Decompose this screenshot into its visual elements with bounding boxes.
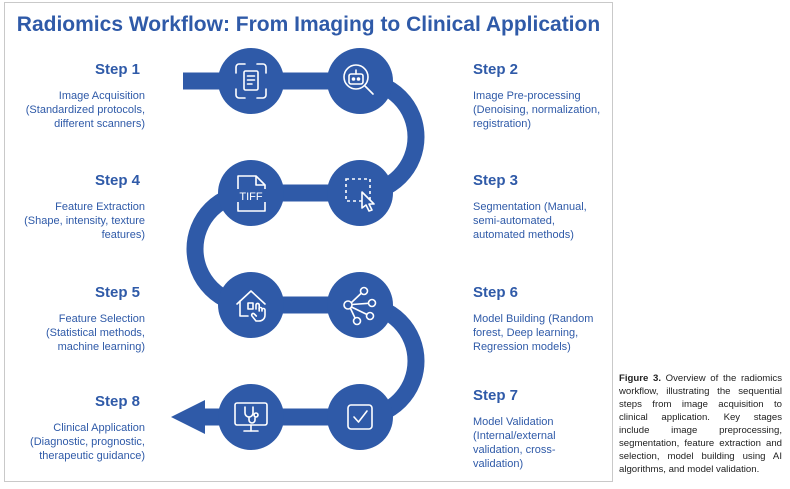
figure-caption-text: Overview of the radiomics workflow, illu…	[619, 373, 783, 475]
workflow-path	[183, 72, 425, 426]
house-hand-icon	[236, 290, 266, 322]
network-share-icon	[343, 286, 377, 326]
step-6-node	[327, 272, 393, 338]
step-2-node	[327, 48, 393, 114]
step-6-description: Model Building (Random forest, Deep lear…	[473, 313, 594, 353]
checkbox-icon	[347, 404, 373, 430]
tiff-label: TIFF	[239, 191, 262, 203]
tiff-file-icon: TIFF	[234, 175, 268, 212]
step-7-description: Model Validation (Internal/external vali…	[473, 416, 556, 470]
workflow-diagram: TIFF	[171, 48, 425, 450]
step-1-node	[218, 48, 284, 114]
step-7-node	[327, 384, 393, 450]
step-5-description: Feature Selection (Statistical methods, …	[45, 313, 145, 353]
step-1-description: Image Acquisition (Standardized protocol…	[25, 90, 145, 130]
step-5-title: Step 5	[94, 284, 140, 301]
step-4-title: Step 4	[94, 172, 140, 189]
step-1-title: Step 1	[94, 61, 140, 78]
diagram-title: Radiomics Workflow: From Imaging to Clin…	[16, 13, 601, 36]
step-7-title: Step 7	[473, 387, 519, 404]
monitor-stethoscope-icon	[234, 402, 268, 432]
step-3-node	[327, 160, 393, 226]
magnifier-robot-icon	[343, 64, 374, 95]
step-2-description: Image Pre-processing (Denoising, normali…	[473, 90, 601, 130]
selection-cursor-icon	[345, 178, 375, 212]
arrow-head-icon	[171, 400, 205, 434]
figure-panel: Radiomics Workflow: From Imaging to Clin…	[4, 2, 613, 482]
step-4-description: Feature Extraction (Shape, intensity, te…	[24, 201, 145, 241]
step-5-node	[218, 272, 284, 338]
figure-label: Figure 3.	[619, 373, 661, 384]
step-2-title: Step 2	[473, 61, 519, 78]
step-8-title: Step 8	[94, 393, 140, 410]
step-6-title: Step 6	[473, 284, 519, 301]
document-icon	[235, 63, 267, 99]
step-3-description: Segmentation (Manual, semi-automated, au…	[473, 201, 587, 241]
step-3-title: Step 3	[473, 172, 519, 189]
step-8-description: Clinical Application (Diagnostic, progno…	[30, 422, 145, 462]
figure-caption: Figure 3. Overview of the radiomics work…	[619, 372, 782, 476]
